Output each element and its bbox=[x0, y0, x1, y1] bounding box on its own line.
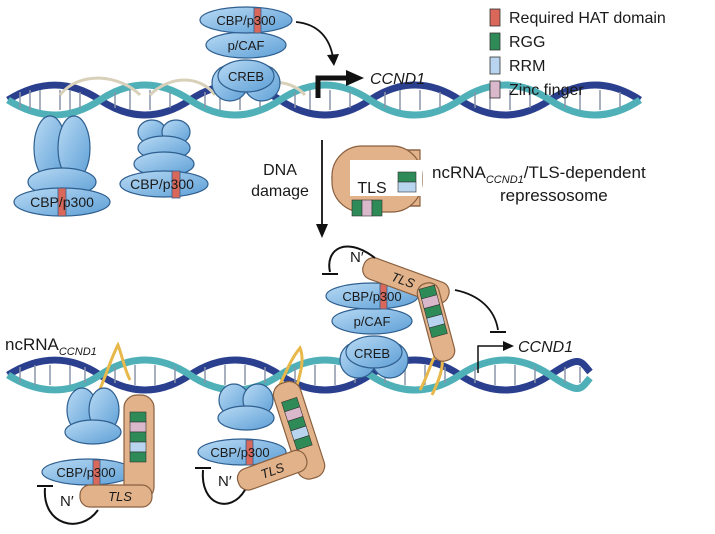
repressosome-label-line1: ncRNACCND1/TLS-dependent bbox=[432, 163, 646, 186]
bottom-complex-pcaf: p/CAF bbox=[354, 314, 391, 329]
svg-text:RRM: RRM bbox=[509, 58, 545, 75]
legend-item-rrm: RRM bbox=[489, 56, 545, 75]
bottom-complex-creb: CREB bbox=[354, 346, 390, 361]
bottom-repression-line bbox=[454, 289, 506, 333]
bottom-middle-nterm: N′ bbox=[195, 467, 246, 505]
svg-text:RGG: RGG bbox=[509, 34, 545, 51]
bottom-left-tls: TLS bbox=[79, 394, 155, 508]
top-promoter-arrow bbox=[315, 70, 364, 98]
top-complex-cbp: CBP/p300 bbox=[216, 13, 275, 28]
repressosome-label-line2: repressosome bbox=[500, 186, 608, 205]
top-left-protein-1: CBP/p300 bbox=[13, 115, 111, 217]
dna-damage-label-1: DNA bbox=[263, 162, 297, 179]
bottom-middle-protein: CBP/p300 bbox=[197, 383, 287, 466]
ncrna-label: ncRNACCND1 bbox=[5, 335, 97, 358]
top-left-protein-1-label: CBP/p300 bbox=[30, 194, 94, 210]
bottom-center-tls: TLS bbox=[362, 257, 456, 362]
top-gene-label: CCND1 bbox=[370, 71, 425, 88]
svg-text:TLS: TLS bbox=[108, 489, 132, 504]
bottom-dna-rungs bbox=[19, 365, 581, 385]
legend-item-hat: Required HAT domain bbox=[489, 8, 666, 27]
top-dna-helix bbox=[6, 76, 642, 119]
tls-label: TLS bbox=[357, 180, 386, 197]
top-complex-pcaf: p/CAF bbox=[228, 38, 265, 53]
bottom-middle-tls: TLS bbox=[236, 380, 326, 491]
top-complex-creb: CREB bbox=[228, 69, 264, 84]
svg-text:Required HAT domain: Required HAT domain bbox=[509, 10, 666, 27]
svg-text:Zinc finger: Zinc finger bbox=[509, 82, 584, 99]
top-complex: CREB p/CAF CBP/p300 bbox=[199, 6, 293, 102]
top-left-protein-2: CBP/p300 bbox=[119, 119, 209, 199]
top-left-protein-2-label: CBP/p300 bbox=[130, 176, 194, 192]
svg-text:N′: N′ bbox=[350, 249, 364, 266]
svg-text:N′: N′ bbox=[60, 493, 74, 510]
dna-damage-label-2: damage bbox=[251, 183, 309, 200]
bottom-left-protein: CBP/p300 bbox=[41, 387, 135, 486]
tls-repressosome-shape: TLS bbox=[331, 145, 423, 217]
bottom-complex-cbp: CBP/p300 bbox=[342, 289, 401, 304]
bottom-promoter-arrow bbox=[477, 341, 514, 373]
bottom-complex: CREB p/CAF CBP/p300 bbox=[325, 282, 419, 379]
svg-text:CBP/p300: CBP/p300 bbox=[56, 465, 115, 480]
bottom-gene-label: CCND1 bbox=[518, 339, 573, 356]
top-activation-arrow bbox=[295, 21, 339, 66]
svg-text:N′: N′ bbox=[218, 473, 232, 490]
legend: Required HAT domain RGG RRM Zinc finger bbox=[489, 8, 666, 99]
legend-item-rgg: RGG bbox=[489, 32, 545, 51]
bottom-left-nterm: N′ bbox=[37, 485, 99, 525]
bottom-center-nterm: N′ bbox=[322, 245, 376, 275]
dna-damage-arrow bbox=[316, 140, 328, 238]
legend-item-zinc: Zinc finger bbox=[489, 80, 584, 99]
svg-text:CBP/p300: CBP/p300 bbox=[210, 445, 269, 460]
